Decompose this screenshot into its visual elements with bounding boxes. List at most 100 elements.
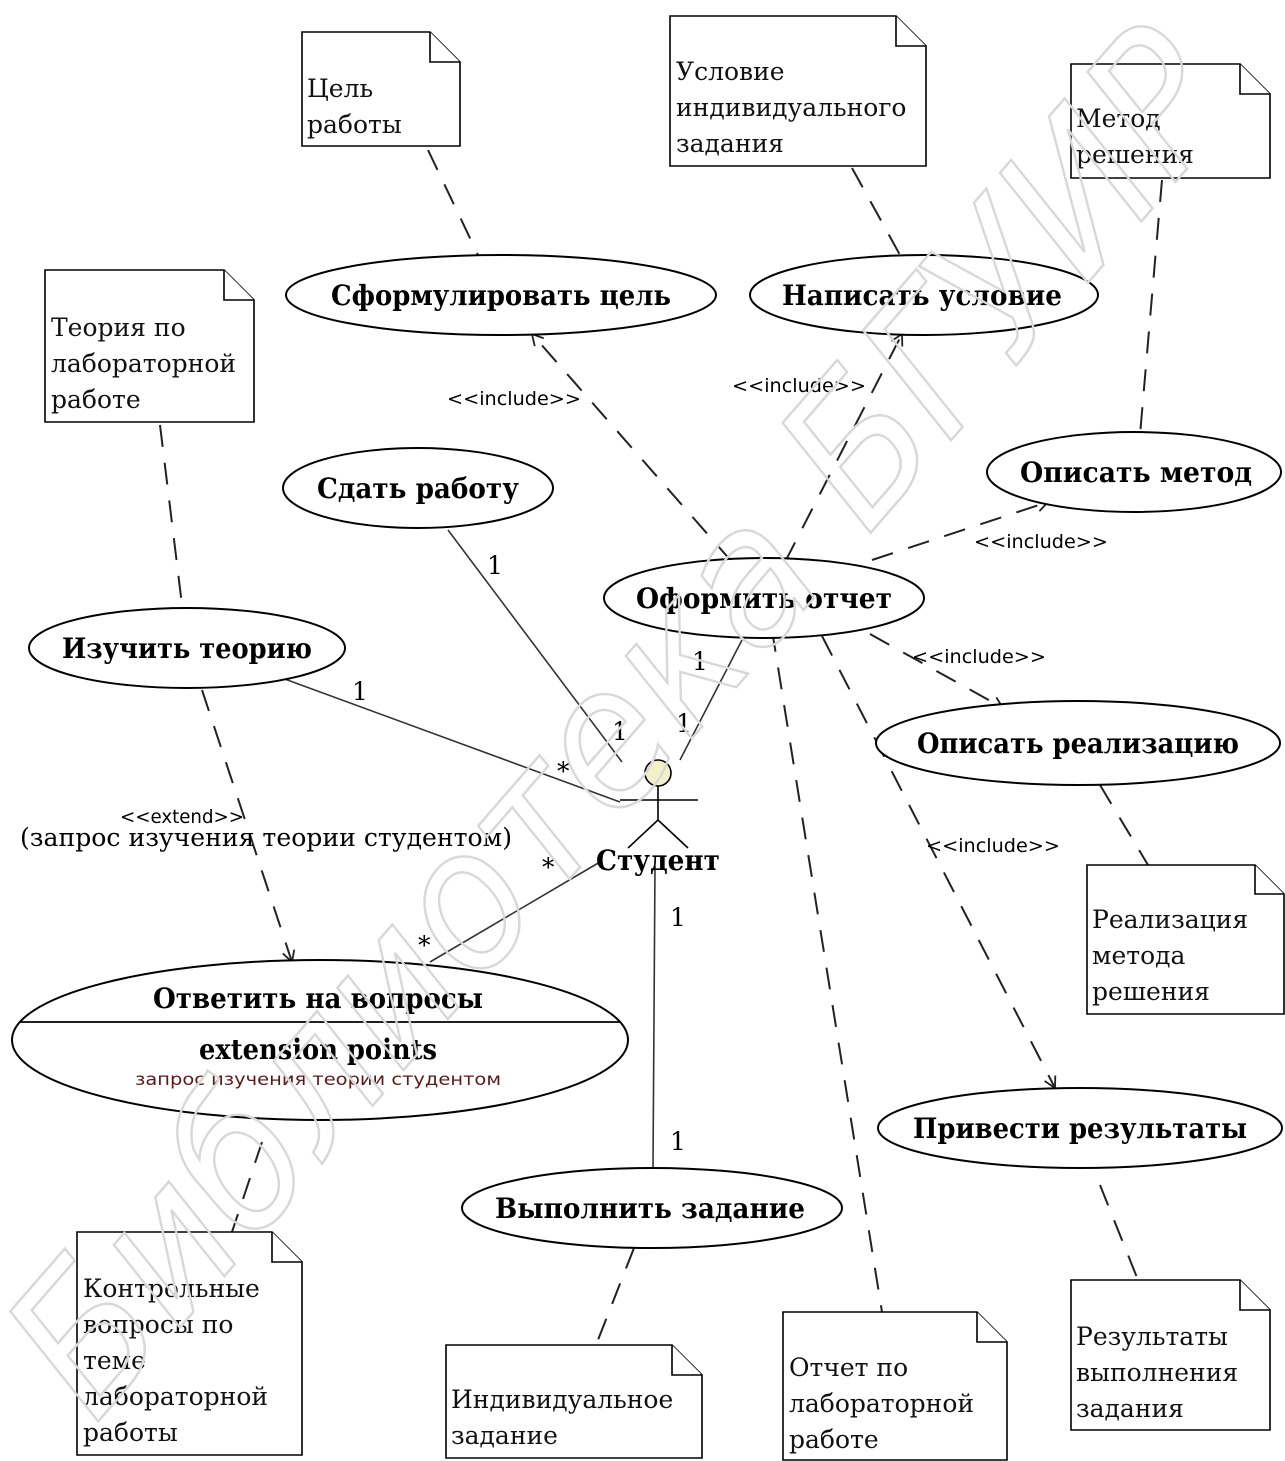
usecase-study-theory[interactable]: Изучить теорию	[28, 607, 346, 689]
mult-submit-actor: 1	[612, 717, 628, 746]
extend-condition-label: (запрос изучения теории студентом)	[20, 823, 512, 852]
note-implementation-line-1: Реализация	[1092, 905, 1248, 934]
assoc-make-report	[679, 639, 743, 761]
note-report: Отчет по лабораторной работе	[782, 1311, 1008, 1461]
usecase-write-condition[interactable]: Написать условие	[749, 254, 1099, 336]
note-report-line-3: работе	[789, 1425, 879, 1454]
usecase-answer-questions-label: Ответить на вопросы	[153, 982, 483, 1015]
multiplicity-labels: 1 1 1 * 1 1 * * 1 1	[352, 551, 708, 1156]
include-describe-implementation	[869, 633, 1005, 709]
anchor-results-note	[1099, 1184, 1139, 1281]
note-results: Результаты выполнения задания	[1070, 1279, 1271, 1431]
note-anchors	[159, 149, 1163, 1346]
note-condition-line-1: Условие	[676, 57, 785, 86]
anchor-task-note	[595, 1247, 635, 1346]
associations	[281, 529, 743, 1168]
include-label-implementation: <<include>>	[912, 646, 1046, 668]
note-task-line-2: задание	[451, 1421, 558, 1450]
anchor-questions-note	[231, 1141, 263, 1233]
note-results-line-3: задания	[1076, 1394, 1184, 1423]
note-questions: Контрольные вопросы по теме лабораторной…	[76, 1231, 303, 1456]
include-write-condition	[784, 332, 904, 563]
usecase-submit-work-label: Сдать работу	[317, 472, 519, 505]
usecase-formulate-goal[interactable]: Сформулировать цель	[285, 254, 717, 336]
mult-theory-actor: *	[557, 757, 570, 786]
mult-questions-end: *	[418, 931, 431, 960]
note-questions-line-4: лабораторной	[83, 1382, 268, 1411]
actor-student[interactable]: Студент	[596, 759, 720, 877]
note-results-line-1: Результаты	[1076, 1322, 1228, 1351]
note-questions-line-2: вопросы по	[83, 1310, 233, 1339]
note-theory: Теория по лабораторной работе	[44, 269, 255, 423]
note-theory-line-2: лабораторной	[51, 349, 236, 378]
include-label-condition: <<include>>	[732, 375, 866, 397]
usecase-answer-questions[interactable]: Ответить на вопросы extension points зап…	[11, 959, 629, 1121]
mult-theory-end: 1	[352, 677, 368, 706]
usecase-write-condition-label: Написать условие	[782, 279, 1062, 312]
include-describe-method	[871, 498, 1050, 561]
usecase-make-report[interactable]: Оформить отчет	[603, 557, 925, 639]
include-label-goal: <<include>>	[447, 388, 581, 410]
note-condition-line-3: задания	[676, 129, 784, 158]
usecase-describe-implementation-label: Описать реализацию	[917, 727, 1239, 760]
note-implementation-line-3: решения	[1092, 977, 1210, 1006]
extend-label: <<extend>>	[120, 806, 244, 828]
usecase-describe-method[interactable]: Описать метод	[986, 431, 1282, 513]
anchor-theory-note	[159, 424, 183, 606]
actor-student-label: Студент	[596, 844, 720, 877]
usecase-submit-work[interactable]: Сдать работу	[282, 447, 554, 529]
note-individual-task: Индивидуальное задание	[445, 1344, 703, 1459]
usecase-do-task-label: Выполнить задание	[495, 1192, 805, 1225]
extend-answer-questions	[201, 689, 296, 964]
usecase-present-results[interactable]: Привести результаты	[877, 1087, 1283, 1169]
mult-report-actor: 1	[676, 709, 692, 738]
include-formulate-goal	[530, 332, 733, 563]
note-goal-line-2: работы	[307, 110, 402, 139]
dependencies	[201, 332, 1057, 1090]
note-questions-line-5: работы	[83, 1418, 178, 1447]
assoc-study-theory	[281, 677, 621, 803]
usecase-study-theory-label: Изучить теорию	[62, 632, 312, 665]
usecase-do-task[interactable]: Выполнить задание	[461, 1167, 843, 1249]
assoc-answer-questions	[429, 861, 601, 963]
include-label-results: <<include>>	[926, 835, 1060, 857]
note-report-line-2: лабораторной	[789, 1389, 974, 1418]
note-questions-line-3: теме	[83, 1346, 146, 1375]
anchor-condition-note	[851, 167, 901, 256]
note-theory-line-1: Теория по	[51, 313, 186, 342]
note-implementation: Реализация метода решения	[1086, 864, 1285, 1015]
mult-task-actor: 1	[670, 903, 686, 932]
note-results-line-2: выполнения	[1076, 1358, 1238, 1387]
note-theory-line-3: работе	[51, 385, 141, 414]
usecase-describe-method-label: Описать метод	[1020, 456, 1252, 489]
assoc-submit-work	[447, 529, 623, 763]
mult-report-end: 1	[692, 647, 708, 676]
usecase-describe-implementation[interactable]: Описать реализацию	[875, 700, 1281, 786]
mult-questions-actor: *	[542, 853, 555, 882]
note-questions-line-1: Контрольные	[83, 1274, 260, 1303]
note-implementation-line-2: метода	[1092, 941, 1186, 970]
anchor-implementation-note	[1099, 784, 1149, 866]
note-method-line-2: решения	[1076, 140, 1194, 169]
anchor-method-note	[1139, 179, 1163, 436]
extension-point-item: запрос изучения теории студентом	[135, 1070, 501, 1090]
extension-points-heading: extension points	[199, 1033, 437, 1066]
stereotype-labels: <<include>> <<include>> <<include>> <<in…	[20, 375, 1108, 857]
usecase-present-results-label: Привести результаты	[913, 1112, 1247, 1145]
note-task-line-1: Индивидуальное	[451, 1385, 673, 1414]
mult-task-end: 1	[670, 1127, 686, 1156]
include-label-method: <<include>>	[974, 531, 1108, 553]
note-goal: Цель работы	[301, 31, 461, 147]
note-goal-line-1: Цель	[307, 74, 373, 103]
note-report-line-1: Отчет по	[789, 1353, 908, 1382]
mult-submit-end: 1	[487, 551, 503, 580]
note-method: Метод решения	[1070, 63, 1271, 179]
note-method-line-1: Метод	[1076, 104, 1161, 133]
usecase-formulate-goal-label: Сформулировать цель	[331, 279, 671, 312]
include-present-results	[821, 635, 1057, 1090]
note-condition: Условие индивидуального задания	[669, 15, 927, 167]
assoc-do-task	[652, 865, 656, 1168]
note-condition-line-2: индивидуального	[676, 93, 906, 122]
anchor-goal-note	[427, 149, 479, 256]
